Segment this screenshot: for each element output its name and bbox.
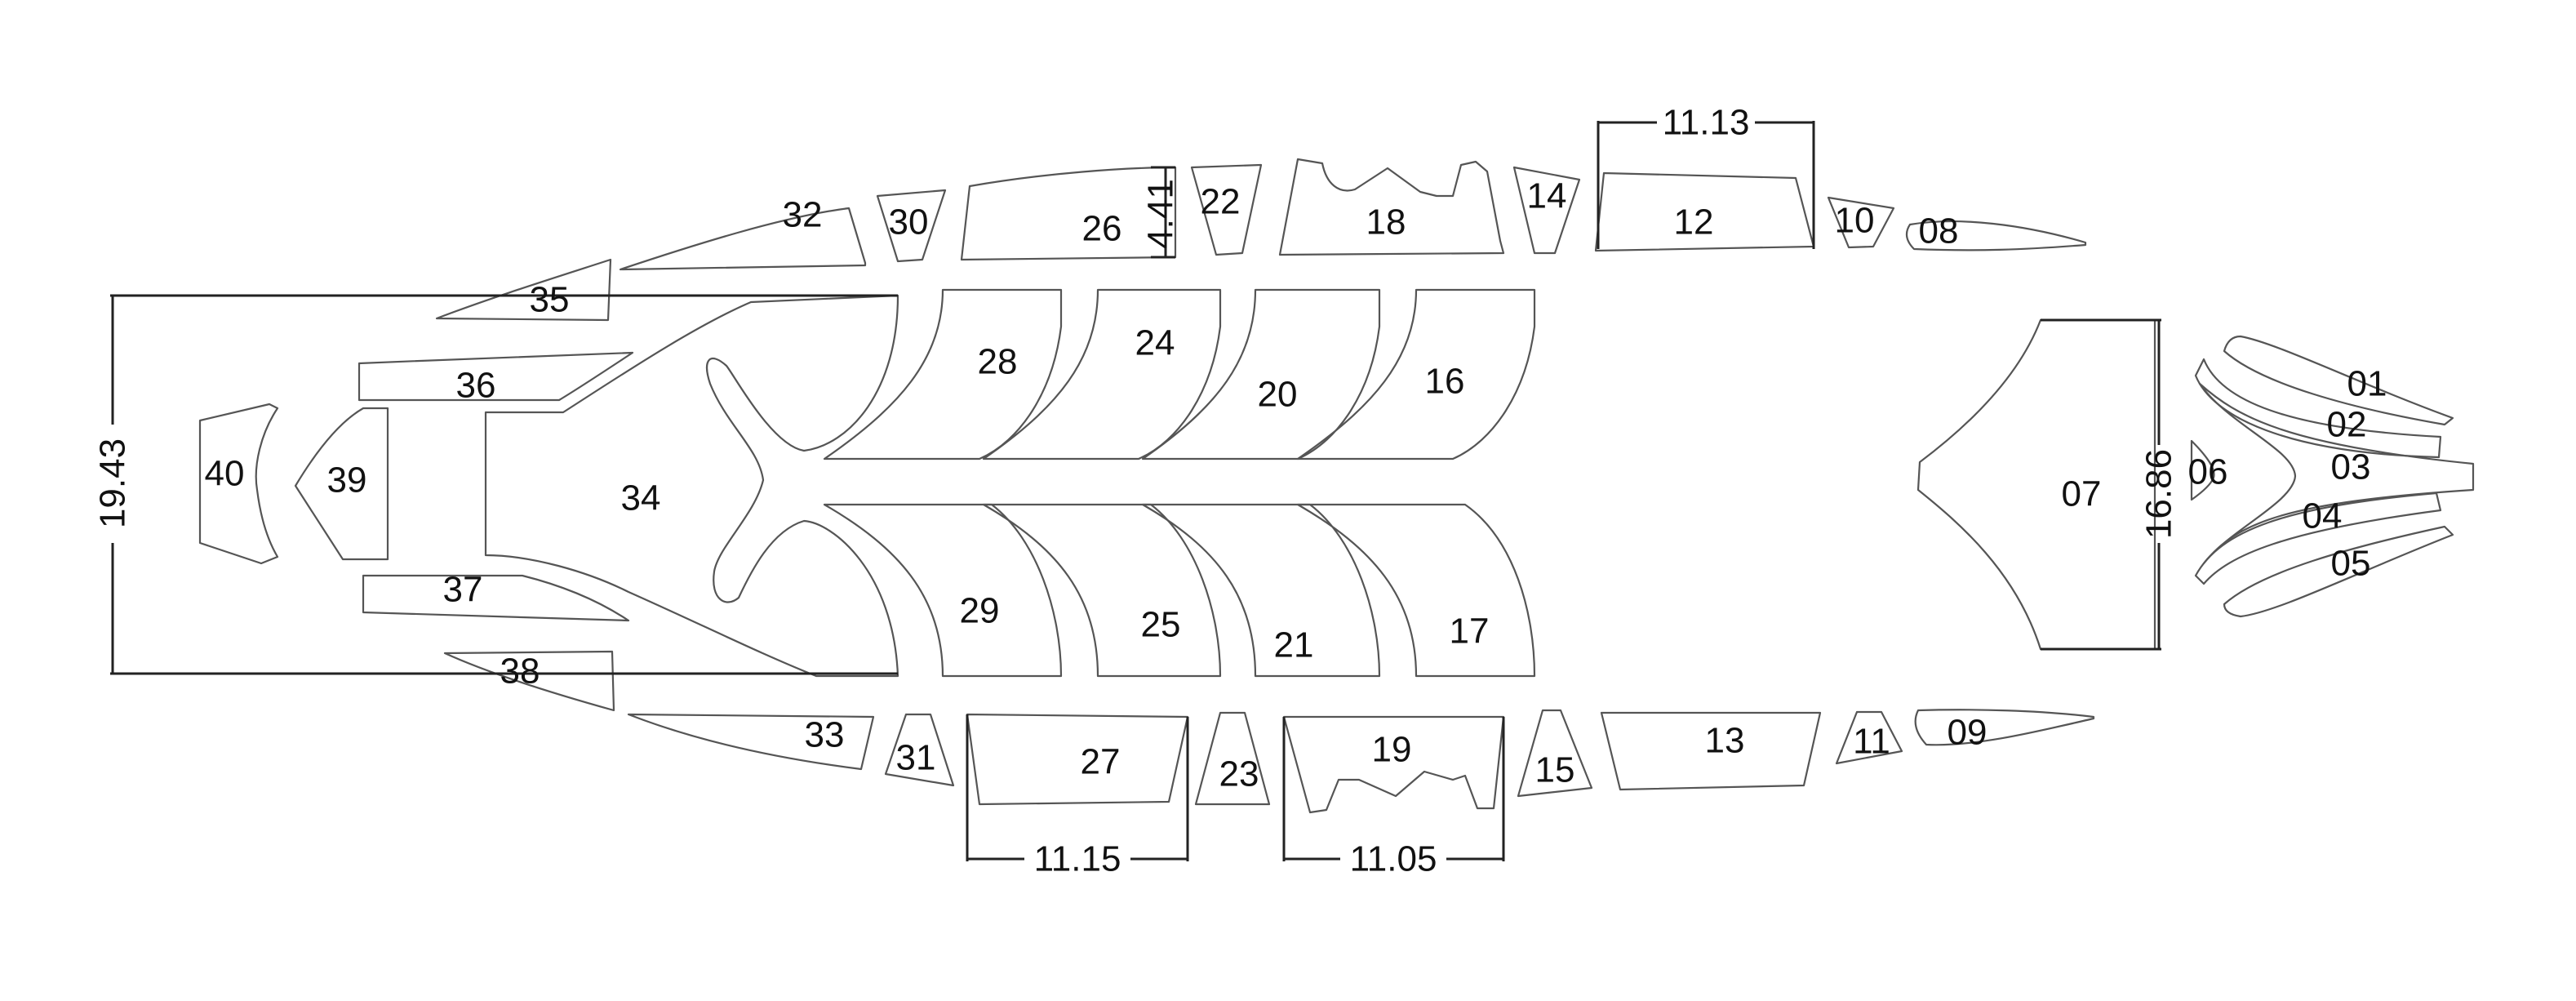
dim-label-height-right: 16.86 xyxy=(2139,449,2179,539)
piece-06-outline xyxy=(2190,439,2215,501)
piece-labels: 01 02 03 04 05 06 07 08 09 10 11 12 13 1… xyxy=(205,176,2387,794)
dim-label-width-bottom-left: 11.15 xyxy=(1034,839,1121,879)
piece-label-04: 04 xyxy=(2303,496,2343,536)
piece-label-24: 24 xyxy=(1135,323,1175,363)
piece-label-02: 02 xyxy=(2327,405,2367,445)
piece-03-outline xyxy=(2198,382,2475,565)
piece-label-38: 38 xyxy=(500,652,540,692)
dimension-lines xyxy=(110,121,2161,861)
piece-18-outline xyxy=(1278,158,1505,256)
piece-24-outline xyxy=(982,288,1222,460)
piece-label-23: 23 xyxy=(1219,754,1259,794)
piece-label-05: 05 xyxy=(2331,544,2371,584)
piece-label-36: 36 xyxy=(456,366,496,406)
piece-20-outline xyxy=(1141,288,1381,460)
piece-11-outline xyxy=(1835,710,1903,765)
piece-label-39: 39 xyxy=(327,460,367,500)
piece-38-outline xyxy=(443,650,615,712)
piece-label-30: 30 xyxy=(889,202,929,242)
piece-label-18: 18 xyxy=(1366,202,1406,242)
piece-33-outline xyxy=(627,713,875,771)
piece-label-29: 29 xyxy=(960,591,1000,631)
piece-35-outline xyxy=(435,258,612,322)
piece-37-outline xyxy=(362,574,630,622)
dim-label-small-height: 4.41 xyxy=(1141,179,1181,249)
piece-23-outline xyxy=(1194,711,1271,806)
piece-29-outline xyxy=(823,503,1063,678)
piece-label-06: 06 xyxy=(2188,452,2228,492)
piece-30-outline xyxy=(876,189,947,263)
piece-28-outline xyxy=(823,288,1063,460)
piece-label-22: 22 xyxy=(1201,182,1241,222)
piece-17-outline xyxy=(1296,503,1536,678)
piece-label-33: 33 xyxy=(805,715,845,755)
piece-label-40: 40 xyxy=(205,454,245,494)
piece-label-34: 34 xyxy=(621,478,661,518)
piece-36-outline xyxy=(358,351,634,402)
piece-label-32: 32 xyxy=(783,195,823,235)
piece-label-31: 31 xyxy=(896,738,936,778)
piece-label-20: 20 xyxy=(1258,375,1298,415)
piece-10-outline xyxy=(1827,196,1895,249)
piece-22-outline xyxy=(1190,163,1263,256)
piece-04-outline xyxy=(2194,492,2442,585)
piece-label-12: 12 xyxy=(1674,202,1714,242)
piece-32-outline xyxy=(619,207,867,271)
dim-label-width-bottom-right: 11.05 xyxy=(1350,839,1437,879)
piece-09-outline xyxy=(1914,709,2095,746)
piece-label-21: 21 xyxy=(1274,625,1314,665)
piece-39-outline xyxy=(294,407,389,561)
piece-40-outline xyxy=(198,403,279,565)
piece-label-10: 10 xyxy=(1835,201,1875,241)
piece-label-13: 13 xyxy=(1705,721,1745,761)
dim-label-height-left: 19.43 xyxy=(93,438,133,528)
piece-19-outline xyxy=(1282,715,1505,814)
piece-label-16: 16 xyxy=(1425,362,1465,402)
piece-label-15: 15 xyxy=(1535,750,1575,790)
piece-label-09: 09 xyxy=(1948,713,1988,753)
dimension-labels: 11.13 16.86 19.43 4.41 11.15 11.05 xyxy=(93,103,2179,879)
piece-label-08: 08 xyxy=(1919,211,1959,251)
piece-label-07: 07 xyxy=(2062,474,2102,514)
piece-label-25: 25 xyxy=(1141,605,1181,645)
piece-label-14: 14 xyxy=(1527,176,1567,216)
piece-13-outline xyxy=(1600,711,1822,791)
piece-label-03: 03 xyxy=(2331,447,2371,487)
piece-14-outline xyxy=(1512,166,1581,255)
piece-05-outline xyxy=(2223,525,2454,618)
piece-label-27: 27 xyxy=(1081,742,1121,782)
piece-label-17: 17 xyxy=(1450,612,1490,652)
piece-21-outline xyxy=(1141,503,1381,678)
piece-27-outline xyxy=(966,713,1189,806)
piece-label-01: 01 xyxy=(2347,364,2387,404)
piece-15-outline xyxy=(1517,709,1593,798)
piece-07-outline xyxy=(1916,318,2156,651)
piece-08-outline xyxy=(1905,220,2087,251)
piece-01-outline xyxy=(2223,335,2454,426)
piece-label-11: 11 xyxy=(1853,722,1890,762)
piece-31-outline xyxy=(884,713,955,787)
piece-label-35: 35 xyxy=(530,280,570,320)
piece-outlines xyxy=(198,158,2475,814)
piece-label-19: 19 xyxy=(1372,730,1412,770)
piece-label-26: 26 xyxy=(1082,209,1122,249)
dim-label-width-top: 11.13 xyxy=(1663,103,1750,143)
piece-16-outline xyxy=(1296,288,1536,460)
piece-34-outline xyxy=(484,294,899,678)
piece-25-outline xyxy=(982,503,1222,678)
piece-label-28: 28 xyxy=(978,342,1018,382)
piece-label-37: 37 xyxy=(443,570,483,610)
